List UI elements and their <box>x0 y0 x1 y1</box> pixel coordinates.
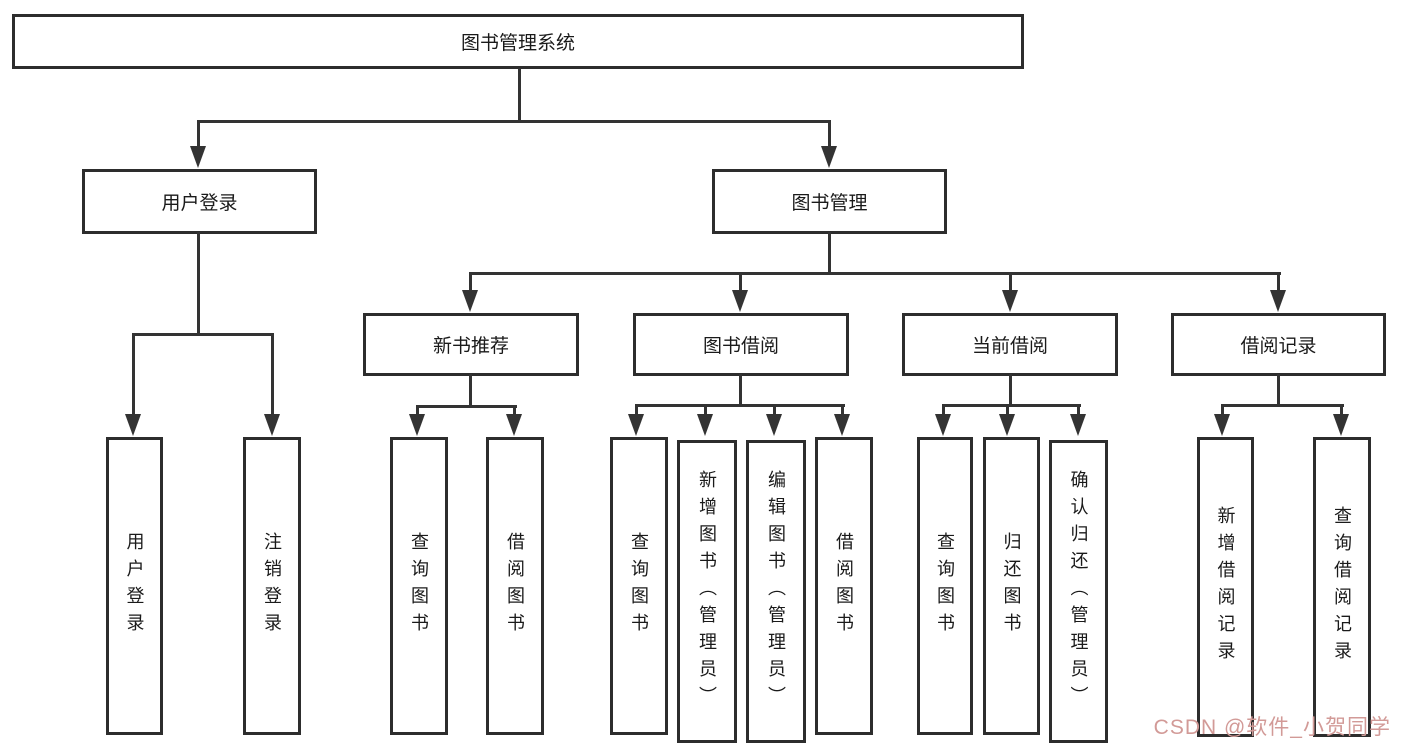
connector-book-borrow-trunk <box>739 374 742 407</box>
node-label: 图书管理系统 <box>460 33 575 54</box>
arrow-down-icon <box>409 414 425 436</box>
connector-drop-leaf <box>1006 404 1009 416</box>
leaf-label: 借阅图书 <box>834 532 854 640</box>
leaf-query-borrow-record: 查询借阅记录 <box>1313 437 1371 737</box>
arrow-down-icon <box>264 414 280 436</box>
connector-drop-borrow-records <box>1277 272 1280 292</box>
leaf-edit-books-admin: 编辑图书（管理员） <box>746 440 806 743</box>
arrow-down-icon <box>999 414 1015 436</box>
arrow-down-icon <box>628 414 644 436</box>
leaf-label: 确认归还（管理员） <box>1068 470 1089 713</box>
node-label: 图书借阅 <box>702 336 779 357</box>
watermark: CSDN @软件_小贺同学 <box>1153 716 1391 739</box>
leaf-label: 编辑图书（管理员） <box>766 470 786 713</box>
leaf-label: 新增图书（管理员） <box>697 470 717 713</box>
node-library-management-system: 图书管理系统 <box>12 14 1024 69</box>
leaf-return-books: 归还图书 <box>983 437 1040 735</box>
leaf-label: 查询图书 <box>935 532 955 640</box>
node-label: 新书推荐 <box>432 336 509 357</box>
arrow-down-icon <box>1333 414 1349 436</box>
node-label: 当前借阅 <box>971 336 1048 357</box>
arrow-down-icon <box>697 414 713 436</box>
connector-drop-leaf <box>416 405 419 416</box>
node-book-management: 图书管理 <box>712 169 947 234</box>
arrow-down-icon <box>1002 290 1018 312</box>
connector-drop-leaf <box>1221 404 1224 416</box>
connector-borrow-records-trunk <box>1277 374 1280 407</box>
connector-root-trunk <box>518 68 521 122</box>
arrow-down-icon <box>190 146 206 168</box>
node-book-borrowing: 图书借阅 <box>633 313 849 376</box>
leaf-label: 查询借阅记录 <box>1332 506 1352 668</box>
leaf-confirm-return-admin: 确认归还（管理员） <box>1049 440 1108 743</box>
node-user-login: 用户登录 <box>82 169 317 234</box>
arrow-down-icon <box>506 414 522 436</box>
connector-drop-leaf <box>773 404 776 416</box>
arrow-down-icon <box>766 414 782 436</box>
connector-book-borrow-branch <box>635 404 845 407</box>
connector-drop-leaf <box>1077 404 1080 416</box>
arrow-down-icon <box>935 414 951 436</box>
connector-user-login-branch <box>132 333 274 336</box>
leaf-label: 借阅图书 <box>505 532 525 640</box>
connector-drop-leaf <box>841 404 844 416</box>
leaf-add-borrow-record: 新增借阅记录 <box>1197 437 1254 737</box>
arrow-down-icon <box>1270 290 1286 312</box>
connector-drop-logout-leaf <box>271 333 274 415</box>
connector-root-branch <box>197 120 831 123</box>
connector-new-book-branch <box>416 405 517 408</box>
connector-user-login-trunk <box>197 232 200 336</box>
connector-drop-leaf <box>635 404 638 416</box>
leaf-label: 归还图书 <box>1001 532 1022 640</box>
connector-new-book-trunk <box>469 374 472 408</box>
arrow-down-icon <box>462 290 478 312</box>
arrow-down-icon <box>1214 414 1230 436</box>
leaf-label: 用户登录 <box>124 532 145 640</box>
leaf-add-books-admin: 新增图书（管理员） <box>677 440 737 743</box>
leaf-label: 查询图书 <box>409 532 429 640</box>
connector-drop-leaf <box>704 404 707 416</box>
arrow-down-icon <box>732 290 748 312</box>
leaf-query-books-borrowing: 查询图书 <box>610 437 668 735</box>
leaf-query-books-recommend: 查询图书 <box>390 437 448 735</box>
connector-drop-user-login <box>197 120 200 148</box>
connector-drop-login-leaf <box>132 333 135 415</box>
arrow-down-icon <box>821 146 837 168</box>
leaf-borrow-books-borrowing: 借阅图书 <box>815 437 873 735</box>
leaf-query-books-current: 查询图书 <box>917 437 973 735</box>
connector-borrow-records-branch <box>1221 404 1344 407</box>
node-label: 图书管理 <box>791 193 868 214</box>
connector-drop-leaf <box>942 404 945 416</box>
connector-drop-current-borrow <box>1009 272 1012 292</box>
connector-drop-new-book-rec <box>469 272 472 292</box>
leaf-label: 查询图书 <box>629 532 649 640</box>
arrow-down-icon <box>1070 414 1086 436</box>
leaf-label: 新增借阅记录 <box>1215 506 1236 668</box>
node-new-book-recommend: 新书推荐 <box>363 313 579 376</box>
connector-drop-leaf <box>513 405 516 416</box>
arrow-down-icon <box>125 414 141 436</box>
connector-drop-leaf <box>1340 404 1343 416</box>
leaf-label: 注销登录 <box>262 532 282 640</box>
leaf-borrow-books-recommend: 借阅图书 <box>486 437 544 735</box>
arrow-down-icon <box>834 414 850 436</box>
leaf-logout: 注销登录 <box>243 437 301 735</box>
connector-current-borrow-branch <box>942 404 1081 407</box>
node-label: 借阅记录 <box>1240 336 1317 357</box>
connector-book-mgmt-trunk <box>828 232 831 275</box>
connector-drop-book-management <box>828 120 831 148</box>
node-current-borrowing: 当前借阅 <box>902 313 1118 376</box>
connector-drop-book-borrow <box>739 272 742 292</box>
leaf-user-login: 用户登录 <box>106 437 163 735</box>
connector-book-mgmt-branch <box>469 272 1281 275</box>
node-label: 用户登录 <box>161 193 238 214</box>
node-borrow-records: 借阅记录 <box>1171 313 1386 376</box>
connector-current-borrow-trunk <box>1009 374 1012 407</box>
